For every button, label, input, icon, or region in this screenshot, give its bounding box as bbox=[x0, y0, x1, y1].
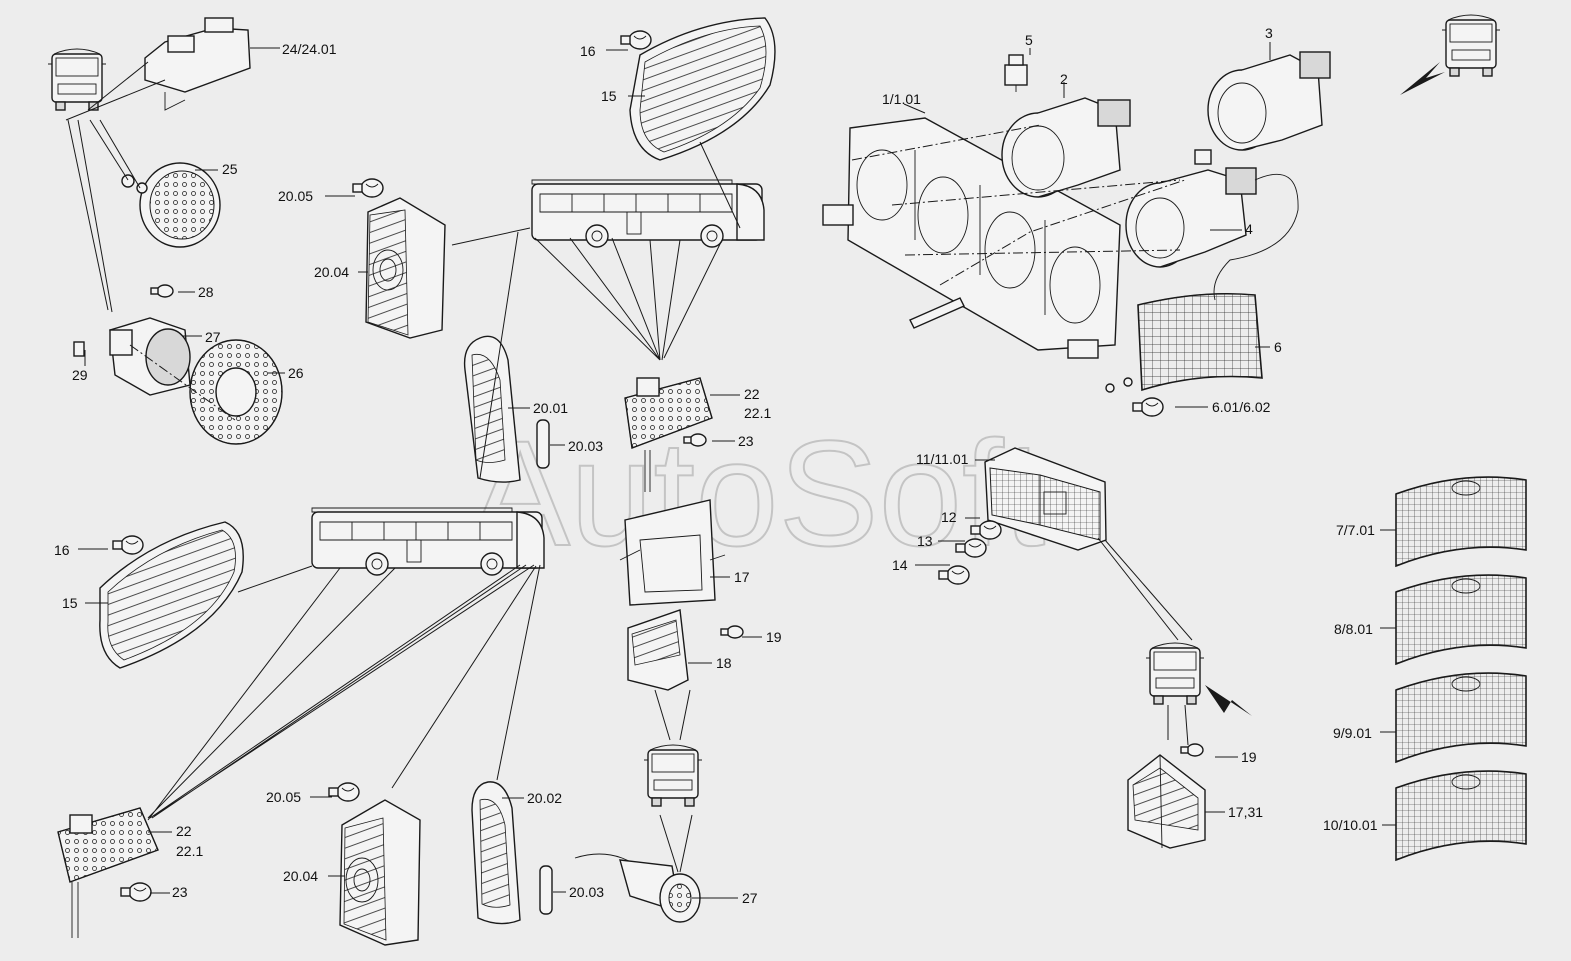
marker-lamp-22-bot[interactable] bbox=[57, 807, 159, 938]
label-29: 29 bbox=[72, 367, 88, 383]
side-marker-15-top[interactable] bbox=[629, 17, 776, 161]
bulb-5[interactable] bbox=[1004, 54, 1028, 92]
bulb-20-05-bot[interactable] bbox=[328, 782, 360, 802]
label-5: 5 bbox=[1025, 32, 1033, 48]
tail-lens-7[interactable] bbox=[1395, 476, 1527, 567]
clearance-lamp-20-04-top[interactable] bbox=[365, 197, 446, 339]
label-2: 2 bbox=[1060, 71, 1068, 87]
step-lamp-18[interactable] bbox=[627, 609, 689, 691]
bulb-16-left[interactable] bbox=[112, 535, 144, 555]
tail-lens-10[interactable] bbox=[1395, 770, 1527, 861]
roof-light-24[interactable] bbox=[144, 17, 251, 111]
label-20-03-top: 20.03 bbox=[568, 438, 603, 454]
bulb-19-right[interactable] bbox=[1180, 743, 1204, 757]
label-4: 4 bbox=[1245, 221, 1253, 237]
headlamp-3[interactable] bbox=[1207, 51, 1331, 151]
label-9-9-01: 9/9.01 bbox=[1333, 725, 1372, 741]
label-22-mid: 22 bbox=[744, 386, 760, 402]
label-27-top: 27 bbox=[205, 329, 221, 345]
bulb-20-03-bot[interactable] bbox=[539, 865, 553, 915]
label-14: 14 bbox=[892, 557, 908, 573]
label-20-02: 20.02 bbox=[527, 790, 562, 806]
label-22-1-mid: 22.1 bbox=[744, 405, 771, 421]
bus-front-view-mid bbox=[643, 744, 703, 807]
clearance-lamp-20-04-bot[interactable] bbox=[339, 799, 421, 946]
bus-front-view-top-right bbox=[1400, 14, 1501, 95]
label-6-01-6-02: 6.01/6.02 bbox=[1212, 399, 1271, 415]
label-26: 26 bbox=[288, 365, 304, 381]
label-28: 28 bbox=[198, 284, 214, 300]
label-23-bot: 23 bbox=[172, 884, 188, 900]
label-20-04-bot: 20.04 bbox=[283, 868, 318, 884]
side-marker-15-left[interactable] bbox=[99, 521, 244, 669]
label-15-left: 15 bbox=[62, 595, 78, 611]
label-20-01: 20.01 bbox=[533, 400, 568, 416]
coach-side-view-bottom bbox=[311, 507, 545, 576]
side-lamp-20-01[interactable] bbox=[463, 335, 521, 483]
label-12: 12 bbox=[941, 509, 957, 525]
label-10-10-01: 10/10.01 bbox=[1323, 817, 1378, 833]
label-22-bot: 22 bbox=[176, 823, 192, 839]
label-23-mid: 23 bbox=[738, 433, 754, 449]
marker-lamp-22-mid[interactable] bbox=[624, 377, 713, 492]
bus-front-view-right bbox=[1145, 642, 1252, 716]
bezel-ring-26[interactable] bbox=[189, 339, 283, 445]
bulb-20-03-top[interactable] bbox=[536, 419, 550, 469]
turn-lamp-6[interactable] bbox=[1105, 292, 1263, 393]
label-20-05-bot: 20.05 bbox=[266, 789, 301, 805]
socket-27-top[interactable] bbox=[109, 317, 191, 396]
headlamp-frame-1[interactable] bbox=[822, 117, 1121, 359]
label-22-1-bot: 22.1 bbox=[176, 843, 203, 859]
bulb-16-top[interactable] bbox=[620, 30, 652, 50]
watermark-text: AutoSoft bbox=[470, 409, 1045, 577]
label-16-top: 16 bbox=[580, 43, 596, 59]
label-11-11-01: 11/11.01 bbox=[916, 451, 969, 467]
label-15-top: 15 bbox=[601, 88, 617, 104]
label-20-05-top: 20.05 bbox=[278, 188, 313, 204]
side-lamp-20-02[interactable] bbox=[471, 781, 521, 925]
label-13: 13 bbox=[917, 533, 933, 549]
label-25: 25 bbox=[222, 161, 238, 177]
screw-frame[interactable] bbox=[909, 297, 965, 329]
label-20-03-bot: 20.03 bbox=[569, 884, 604, 900]
bulb-20-05-top[interactable] bbox=[352, 178, 384, 198]
label-6: 6 bbox=[1274, 339, 1282, 355]
label-1-1-01: 1/1.01 bbox=[882, 91, 921, 107]
headlamp-2[interactable] bbox=[1001, 97, 1131, 198]
bulb-28[interactable] bbox=[150, 284, 174, 298]
label-20-04-top: 20.04 bbox=[314, 264, 349, 280]
label-27-bot: 27 bbox=[742, 890, 758, 906]
bus-front-view-top-left bbox=[47, 48, 107, 111]
label-24-24-01: 24/24.01 bbox=[282, 41, 337, 57]
bulb-23-bot[interactable] bbox=[120, 882, 152, 902]
label-17-31: 17,31 bbox=[1228, 804, 1263, 820]
rear-lamp-11[interactable] bbox=[984, 447, 1107, 551]
bulb-19-mid[interactable] bbox=[720, 625, 744, 639]
label-3: 3 bbox=[1265, 25, 1273, 41]
label-17: 17 bbox=[734, 569, 750, 585]
headlamp-4[interactable] bbox=[1125, 149, 1299, 301]
label-18: 18 bbox=[716, 655, 732, 671]
label-7-7-01: 7/7.01 bbox=[1336, 522, 1375, 538]
coach-side-view-top bbox=[531, 179, 765, 248]
tail-lens-8[interactable] bbox=[1395, 574, 1527, 665]
label-8-8-01: 8/8.01 bbox=[1334, 621, 1373, 637]
label-19-right: 19 bbox=[1241, 749, 1257, 765]
light-holder-17[interactable] bbox=[619, 499, 726, 606]
marker-lamp-25[interactable] bbox=[121, 162, 221, 248]
label-16-left: 16 bbox=[54, 542, 70, 558]
tail-lens-9[interactable] bbox=[1395, 672, 1527, 763]
screw-29[interactable] bbox=[73, 341, 85, 357]
label-19-mid: 19 bbox=[766, 629, 782, 645]
step-lamp-17-31[interactable] bbox=[1127, 754, 1206, 849]
bulb-6-01[interactable] bbox=[1132, 397, 1164, 417]
